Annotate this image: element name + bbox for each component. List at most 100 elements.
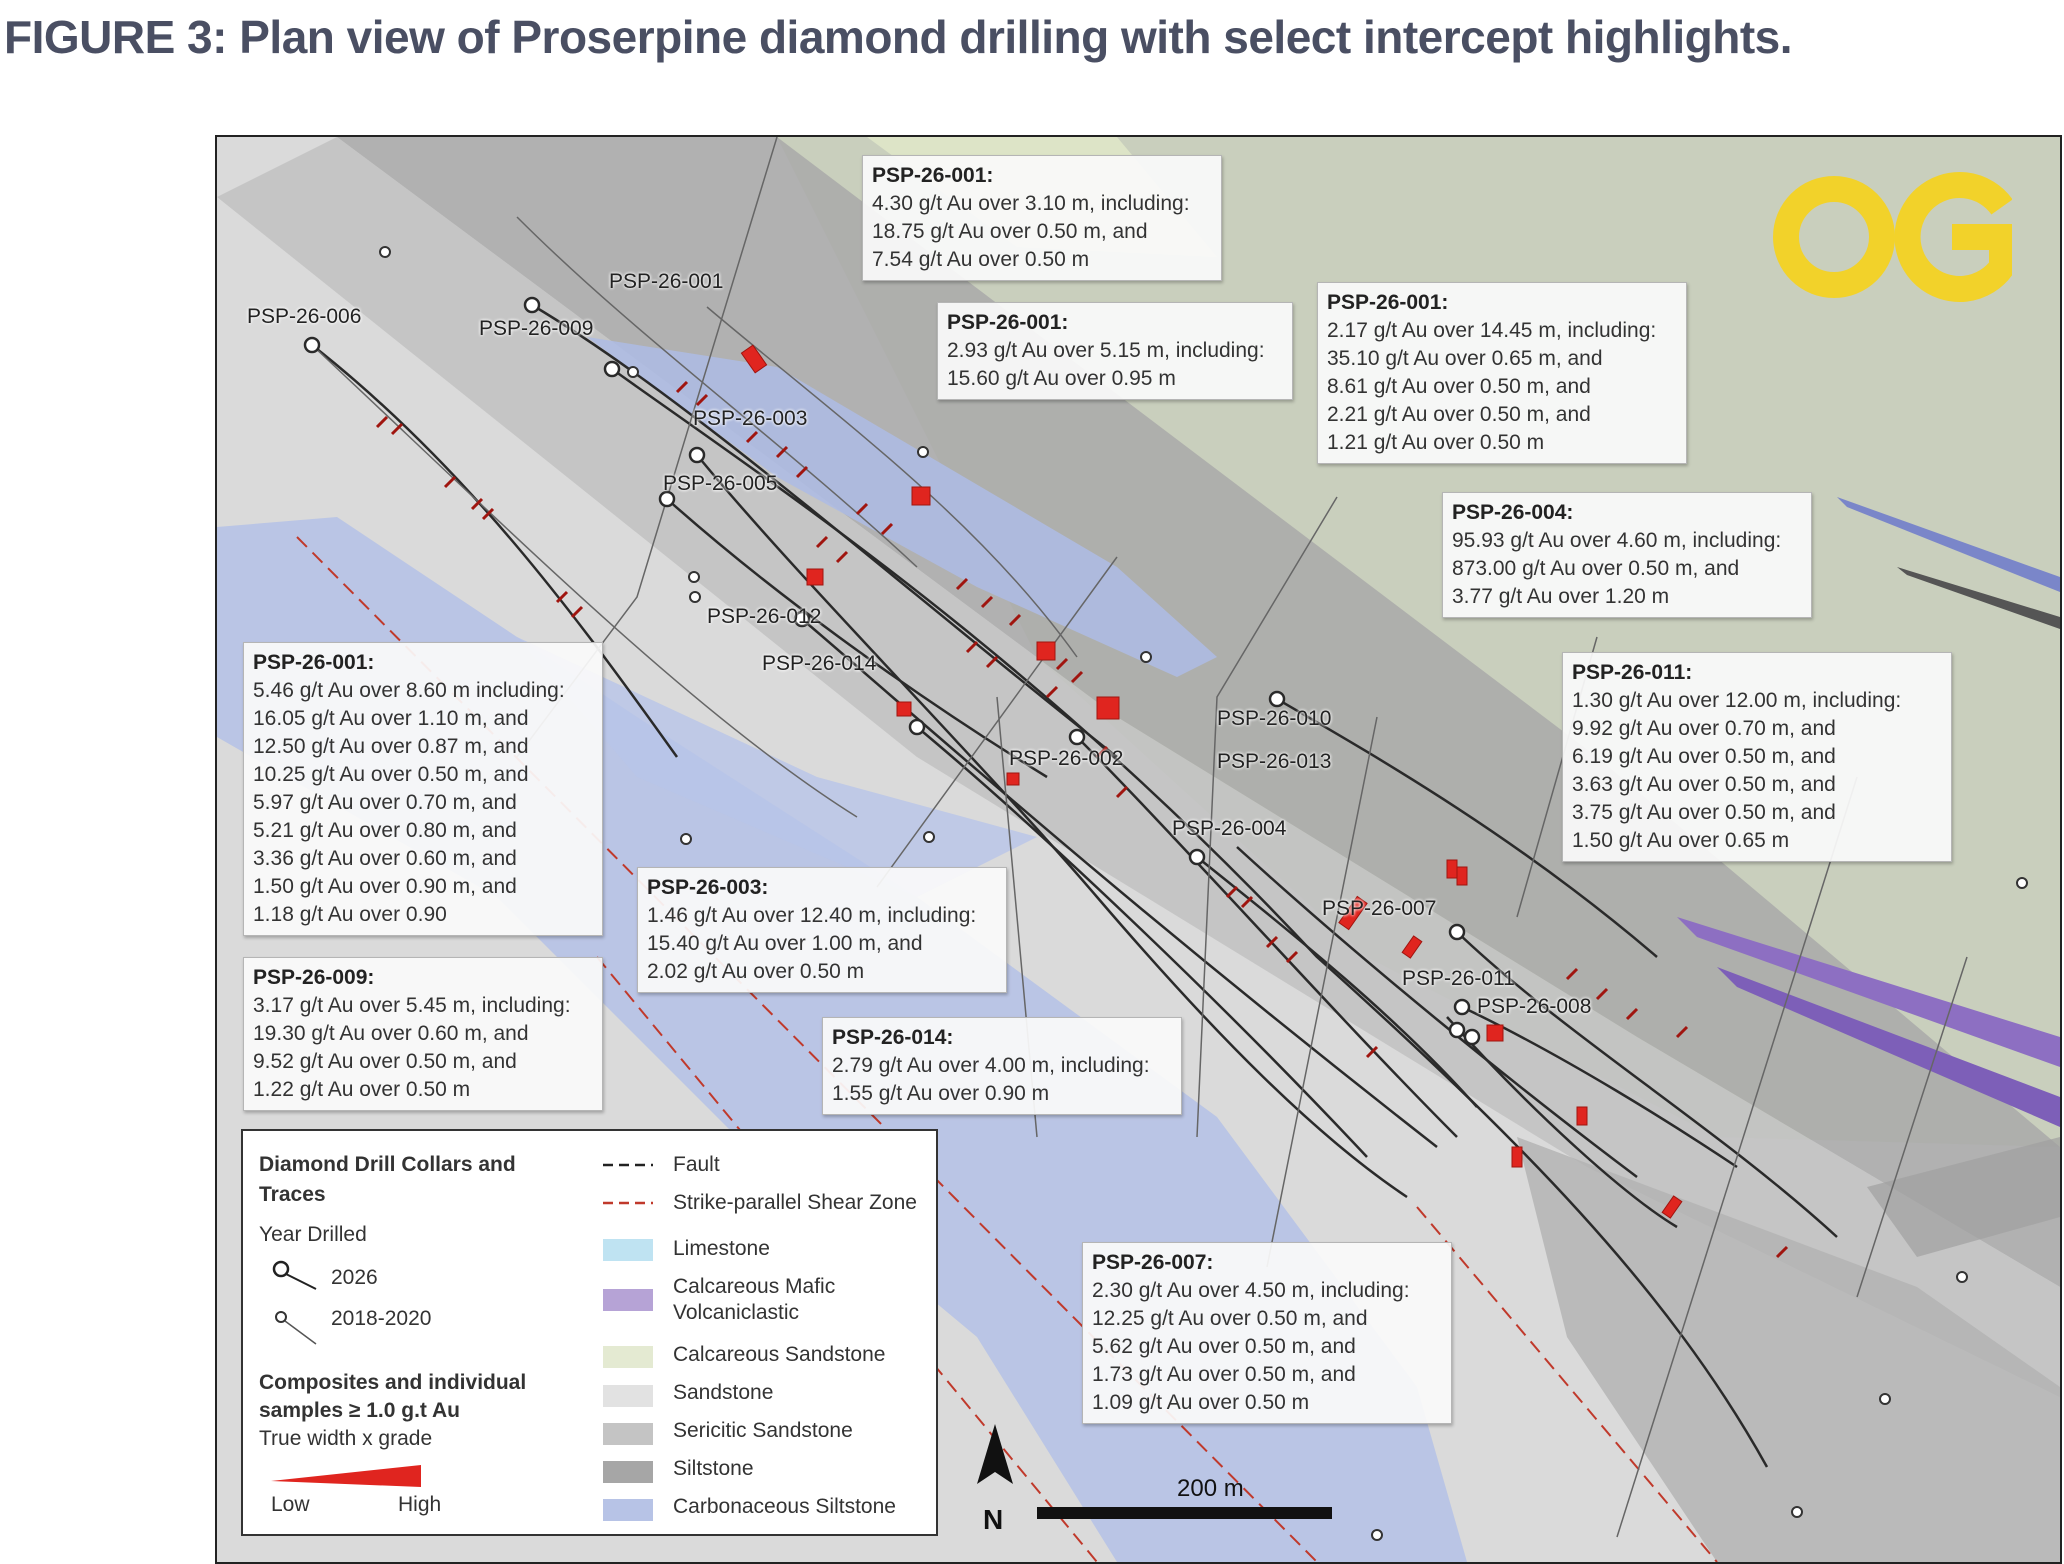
callout-hole: PSP-26-004: bbox=[1452, 501, 1574, 524]
callout-line: 1.18 g/t Au over 0.90 bbox=[253, 903, 447, 926]
callout-line: 1.21 g/t Au over 0.50 m bbox=[1327, 431, 1545, 454]
callout-line: 15.60 g/t Au over 0.95 m bbox=[947, 367, 1176, 390]
callout-hole: PSP-26-001: bbox=[872, 164, 994, 187]
legend-year-2018: 2018-2020 bbox=[331, 1307, 432, 1330]
callout-line: 35.10 g/t Au over 0.65 m, and bbox=[1327, 347, 1603, 370]
legend-collars-title: Diamond Drill Collars and bbox=[259, 1153, 516, 1176]
intercept-callout[interactable]: PSP-26-001: 4.30 g/t Au over 3.10 m, inc… bbox=[862, 155, 1222, 281]
callout-line: 15.40 g/t Au over 1.00 m, and bbox=[647, 932, 923, 955]
callout-line: 19.30 g/t Au over 0.60 m, and bbox=[253, 1022, 529, 1045]
callout-line: 95.93 g/t Au over 4.60 m, including: bbox=[1452, 529, 1782, 552]
legend-line-symbols bbox=[603, 1163, 653, 1205]
callout-line: 9.92 g/t Au over 0.70 m, and bbox=[1572, 717, 1836, 740]
scale-bar-line bbox=[1037, 1507, 1332, 1519]
legend-collar-symbols bbox=[272, 1260, 317, 1345]
legend-unit: Siltstone bbox=[673, 1457, 754, 1480]
callout-hole: PSP-26-001: bbox=[947, 311, 1069, 334]
callout-hole: PSP-26-007: bbox=[1092, 1251, 1214, 1274]
legend-swatch-calc-sandstone bbox=[603, 1346, 653, 1368]
callout-line: 1.50 g/t Au over 0.65 m bbox=[1572, 829, 1790, 852]
scale-label: 200 m bbox=[1177, 1475, 1244, 1502]
callout-line: 9.52 g/t Au over 0.50 m, and bbox=[253, 1050, 517, 1073]
callout-hole: PSP-26-003: bbox=[647, 876, 769, 899]
legend-unit: Volcaniclastic bbox=[673, 1301, 800, 1324]
intercept-callout[interactable]: PSP-26-003: 1.46 g/t Au over 12.40 m, in… bbox=[637, 867, 1007, 993]
drill-traces-layer bbox=[303, 137, 2028, 1541]
legend-swatch-carb-siltstone bbox=[603, 1499, 653, 1521]
callout-line: 12.50 g/t Au over 0.87 m, and bbox=[253, 735, 529, 758]
legend-unit: Carbonaceous Siltstone bbox=[673, 1495, 896, 1518]
intercept-callout[interactable]: PSP-26-001: 5.46 g/t Au over 8.60 m incl… bbox=[243, 642, 603, 936]
callout-line: 2.79 g/t Au over 4.00 m, including: bbox=[832, 1054, 1150, 1077]
callout-line: 8.61 g/t Au over 0.50 m, and bbox=[1327, 375, 1591, 398]
callout-line: 2.02 g/t Au over 0.50 m bbox=[647, 960, 865, 983]
hole-label: PSP-26-009 bbox=[479, 317, 594, 340]
callout-line: 16.05 g/t Au over 1.10 m, and bbox=[253, 707, 529, 730]
callout-line: 1.55 g/t Au over 0.90 m bbox=[832, 1082, 1050, 1105]
callout-line: 12.25 g/t Au over 0.50 m, and bbox=[1092, 1307, 1368, 1330]
intercept-callout[interactable]: PSP-26-011: 1.30 g/t Au over 12.00 m, in… bbox=[1562, 652, 1952, 862]
callout-line: 4.30 g/t Au over 3.10 m, including: bbox=[872, 192, 1190, 215]
hole-label: PSP-26-014 bbox=[762, 652, 877, 675]
legend-swatch-sandstone bbox=[603, 1385, 653, 1407]
intercept-callout[interactable]: PSP-26-001: 2.17 g/t Au over 14.45 m, in… bbox=[1317, 282, 1687, 464]
legend-grade-wedge bbox=[271, 1465, 421, 1487]
figure-title: FIGURE 3: Plan view of Proserpine diamon… bbox=[4, 11, 1793, 63]
callout-line: 3.75 g/t Au over 0.50 m, and bbox=[1572, 801, 1836, 824]
callout-line: 1.09 g/t Au over 0.50 m bbox=[1092, 1391, 1310, 1414]
callout-hole: PSP-26-009: bbox=[253, 966, 375, 989]
legend-year-2026: 2026 bbox=[331, 1266, 378, 1289]
callout-line: 18.75 g/t Au over 0.50 m, and bbox=[872, 220, 1148, 243]
callout-line: 1.22 g/t Au over 0.50 m bbox=[253, 1078, 471, 1101]
callout-line: 2.93 g/t Au over 5.15 m, including: bbox=[947, 339, 1265, 362]
callout-line: 5.46 g/t Au over 8.60 m including: bbox=[253, 679, 565, 702]
north-label: N bbox=[983, 1504, 1004, 1535]
legend-unit: Calcareous Sandstone bbox=[673, 1343, 886, 1366]
hole-label: PSP-26-011 bbox=[1402, 967, 1515, 990]
callout-line: 2.17 g/t Au over 14.45 m, including: bbox=[1327, 319, 1657, 342]
callout-line: 7.54 g/t Au over 0.50 m bbox=[872, 248, 1090, 271]
legend-true-width: True width x grade bbox=[259, 1427, 433, 1450]
legend-collars-title: Traces bbox=[259, 1183, 326, 1206]
callout-line: 6.19 g/t Au over 0.50 m, and bbox=[1572, 745, 1836, 768]
map-legend: Diamond Drill Collars and Traces Year Dr… bbox=[241, 1129, 938, 1536]
north-arrow-icon bbox=[977, 1424, 1013, 1484]
callout-line: 1.30 g/t Au over 12.00 m, including: bbox=[1572, 689, 1902, 712]
hole-label: PSP-26-013 bbox=[1217, 750, 1332, 773]
hole-label: PSP-26-003 bbox=[693, 407, 808, 430]
intercept-callout[interactable]: PSP-26-014: 2.79 g/t Au over 4.00 m, inc… bbox=[822, 1017, 1182, 1115]
legend-swatch-limestone bbox=[603, 1239, 653, 1261]
legend-composites-title: Composites and individual bbox=[259, 1371, 527, 1394]
legend-unit: Sericitic Sandstone bbox=[673, 1419, 853, 1442]
callout-line: 10.25 g/t Au over 0.50 m, and bbox=[253, 763, 529, 786]
callout-line: 5.62 g/t Au over 0.50 m, and bbox=[1092, 1335, 1356, 1358]
hole-label: PSP-26-007 bbox=[1322, 897, 1437, 920]
legend-shear: Strike-parallel Shear Zone bbox=[673, 1191, 917, 1214]
hole-label: PSP-26-010 bbox=[1217, 707, 1332, 730]
callout-line: 1.73 g/t Au over 0.50 m, and bbox=[1092, 1363, 1356, 1386]
map-view[interactable]: PSP-26-006 PSP-26-009 PSP-26-001 PSP-26-… bbox=[215, 135, 2062, 1564]
legend-low: Low bbox=[271, 1493, 310, 1516]
callout-line: 5.21 g/t Au over 0.80 m, and bbox=[253, 819, 517, 842]
legend-unit: Limestone bbox=[673, 1237, 770, 1260]
callout-line: 2.21 g/t Au over 0.50 m, and bbox=[1327, 403, 1591, 426]
intercept-callout[interactable]: PSP-26-004: 95.93 g/t Au over 4.60 m, in… bbox=[1442, 492, 1812, 618]
callout-line: 5.97 g/t Au over 0.70 m, and bbox=[253, 791, 517, 814]
callout-line: 2.30 g/t Au over 4.50 m, including: bbox=[1092, 1279, 1410, 1302]
callout-line: 3.77 g/t Au over 1.20 m bbox=[1452, 585, 1670, 608]
intercept-callout[interactable]: PSP-26-009: 3.17 g/t Au over 5.45 m, inc… bbox=[243, 957, 603, 1111]
legend-swatch-siltstone bbox=[603, 1461, 653, 1483]
legend-year-drilled: Year Drilled bbox=[259, 1223, 367, 1246]
callout-line: 1.46 g/t Au over 12.40 m, including: bbox=[647, 904, 977, 927]
legend-swatch-sericitic bbox=[603, 1423, 653, 1445]
hole-label: PSP-26-001 bbox=[609, 270, 724, 293]
hole-label: PSP-26-004 bbox=[1172, 817, 1287, 840]
legend-unit: Calcareous Mafic bbox=[673, 1275, 836, 1298]
callout-hole: PSP-26-011: bbox=[1572, 661, 1693, 684]
callout-line: 873.00 g/t Au over 0.50 m, and bbox=[1452, 557, 1740, 580]
og-logo bbox=[1773, 172, 2012, 302]
intercept-callout[interactable]: PSP-26-007: 2.30 g/t Au over 4.50 m, inc… bbox=[1082, 1242, 1452, 1424]
callout-line: 3.36 g/t Au over 0.60 m, and bbox=[253, 847, 517, 870]
hole-label: PSP-26-005 bbox=[663, 472, 778, 495]
intercept-callout[interactable]: PSP-26-001: 2.93 g/t Au over 5.15 m, inc… bbox=[937, 302, 1293, 400]
